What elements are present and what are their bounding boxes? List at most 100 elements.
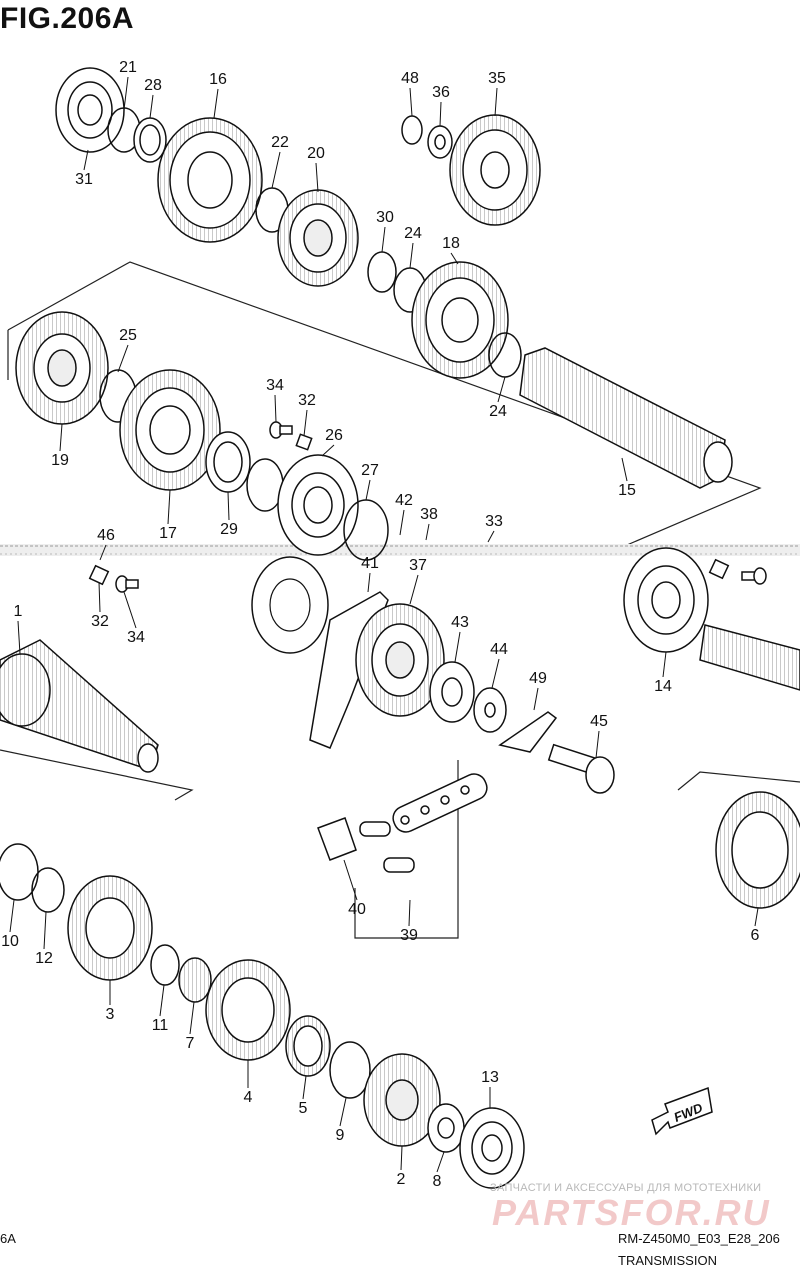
leader-line-35 bbox=[494, 87, 498, 117]
callout-17: 17 bbox=[159, 525, 177, 542]
leader-line-18 bbox=[450, 252, 459, 265]
part-screw-34b bbox=[115, 575, 139, 593]
fwd-arrow-icon: FWD bbox=[651, 1086, 713, 1136]
leader-line-40 bbox=[343, 859, 358, 901]
callout-28: 28 bbox=[144, 77, 162, 94]
part-bolt-45 bbox=[547, 743, 615, 794]
callout-10: 10 bbox=[1, 933, 19, 950]
leader-line-34 bbox=[123, 591, 137, 629]
part-bearing-31 bbox=[55, 67, 125, 153]
leader-line-39 bbox=[408, 899, 411, 927]
callout-32: 32 bbox=[91, 613, 109, 630]
callout-4: 4 bbox=[244, 1089, 253, 1106]
callout-30: 30 bbox=[376, 209, 394, 226]
leader-line-46 bbox=[99, 544, 107, 561]
callout-49: 49 bbox=[529, 670, 547, 687]
part-gear-18 bbox=[411, 261, 509, 379]
footer-left-code: 6A bbox=[0, 1231, 16, 1246]
callout-25: 25 bbox=[119, 327, 137, 344]
callout-18: 18 bbox=[442, 235, 460, 252]
part-clip-30 bbox=[367, 251, 397, 293]
part-screw-34c bbox=[741, 567, 767, 585]
leader-line-30 bbox=[381, 226, 386, 253]
callout-24: 24 bbox=[404, 225, 422, 242]
leader-line-32 bbox=[98, 581, 101, 613]
part-bearing-13 bbox=[459, 1107, 525, 1189]
leader-line-9 bbox=[339, 1097, 347, 1127]
part-bushing-29 bbox=[205, 431, 251, 493]
callout-20: 20 bbox=[307, 145, 325, 162]
callout-9: 9 bbox=[336, 1127, 345, 1144]
part-washer-8 bbox=[427, 1103, 465, 1153]
callout-14: 14 bbox=[654, 678, 672, 695]
callout-15: 15 bbox=[618, 482, 636, 499]
callout-16: 16 bbox=[209, 71, 227, 88]
part-sprocket-37 bbox=[355, 603, 445, 717]
callout-11: 11 bbox=[152, 1017, 169, 1034]
part-clip-11 bbox=[150, 944, 180, 986]
callout-31: 31 bbox=[75, 171, 93, 188]
footer-figure-code: RM-Z450M0_E03_E28_206 bbox=[618, 1231, 780, 1246]
callout-34: 34 bbox=[127, 629, 145, 646]
leader-line-28 bbox=[149, 94, 154, 119]
part-clip-48 bbox=[401, 115, 423, 145]
callout-33: 33 bbox=[485, 513, 503, 530]
callout-44: 44 bbox=[490, 641, 508, 658]
figure-title: FIG.206A bbox=[0, 2, 135, 35]
callout-19: 19 bbox=[51, 452, 69, 469]
part-washer-36 bbox=[427, 125, 453, 159]
part-gear-4 bbox=[205, 959, 291, 1061]
callout-2: 2 bbox=[397, 1171, 406, 1188]
part-plate-32a bbox=[295, 433, 313, 451]
callout-34: 34 bbox=[266, 377, 284, 394]
leader-line-32 bbox=[303, 409, 308, 437]
callout-22: 22 bbox=[271, 134, 289, 151]
part-bushing-28 bbox=[133, 117, 167, 163]
callout-45: 45 bbox=[590, 713, 608, 730]
callout-29: 29 bbox=[220, 521, 238, 538]
part-lock-49 bbox=[498, 711, 558, 753]
callout-24: 24 bbox=[489, 403, 507, 420]
leader-line-10 bbox=[9, 899, 15, 933]
callout-40: 40 bbox=[348, 901, 366, 918]
leader-line-48 bbox=[409, 87, 413, 117]
leader-line-21 bbox=[123, 76, 129, 111]
part-bearing-26 bbox=[277, 454, 359, 556]
leader-line-29 bbox=[227, 491, 230, 521]
leader-line-14 bbox=[662, 651, 667, 678]
footer-figure-name: TRANSMISSION bbox=[618, 1253, 717, 1268]
callout-7: 7 bbox=[186, 1035, 195, 1052]
part-shaft-1 bbox=[0, 639, 159, 773]
leader-line-33 bbox=[487, 530, 495, 543]
part-plate-32c bbox=[708, 558, 730, 580]
callout-21: 21 bbox=[119, 59, 137, 76]
callout-26: 26 bbox=[325, 427, 343, 444]
leader-line-25 bbox=[117, 344, 129, 373]
leader-line-5 bbox=[302, 1075, 307, 1100]
leader-line-44 bbox=[491, 658, 500, 689]
callout-32: 32 bbox=[298, 392, 316, 409]
leader-line-34 bbox=[274, 394, 277, 423]
leader-line-7 bbox=[189, 1001, 195, 1035]
callout-35: 35 bbox=[488, 70, 506, 87]
part-mainshaft-end bbox=[699, 624, 800, 691]
callout-43: 43 bbox=[451, 614, 469, 631]
part-chain-joint-40 bbox=[317, 817, 415, 873]
part-needle-bearing-5 bbox=[285, 1015, 331, 1077]
leader-line-16 bbox=[213, 88, 219, 119]
leader-line-42 bbox=[399, 509, 405, 536]
leader-line-19 bbox=[59, 423, 63, 452]
callout-1: 1 bbox=[14, 603, 23, 620]
callout-38: 38 bbox=[420, 506, 438, 523]
part-gear-3 bbox=[67, 875, 153, 981]
leader-line-37 bbox=[409, 574, 419, 605]
leader-line-11 bbox=[159, 984, 165, 1017]
watermark-logo: PARTSFOR.RU bbox=[492, 1192, 771, 1233]
part-chain-39 bbox=[392, 773, 488, 833]
callout-41: 41 bbox=[361, 555, 379, 572]
callout-37: 37 bbox=[409, 557, 427, 574]
part-gear-19 bbox=[15, 311, 109, 425]
leader-line-49 bbox=[533, 687, 539, 711]
